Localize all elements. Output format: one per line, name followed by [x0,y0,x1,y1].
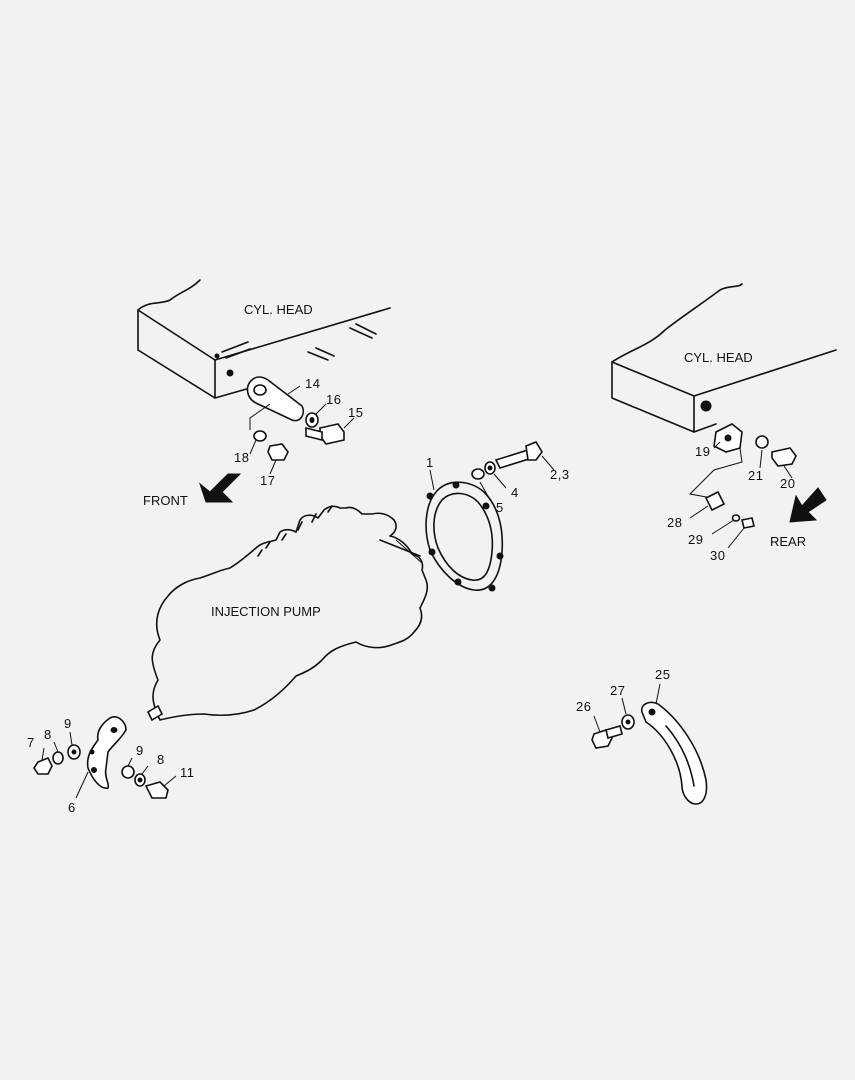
callout-2-3: 2,3 [550,467,570,482]
callout-1: 1 [426,455,434,470]
washer-part-16 [305,412,319,428]
injection-pump-label: INJECTION PUMP [211,604,321,619]
cyl-head-left-label: CYL. HEAD [244,302,313,317]
callout-8-right: 8 [157,752,165,767]
washer-part-29 [731,514,741,522]
callout-9-right: 9 [136,743,144,758]
bolt-part-15 [305,423,345,445]
bolt-part-11 [144,781,169,799]
callout-21: 21 [748,468,764,483]
washer-part-4 [484,461,496,475]
cylinder-head-right [611,283,837,433]
bracket-part-6 [86,716,127,789]
washer-part-18 [253,430,267,442]
callout-28: 28 [667,515,683,530]
callout-26: 26 [576,699,592,714]
washer-part-9-right [121,765,135,779]
leader-lines [41,385,793,799]
washer-part-5 [471,468,485,480]
callout-20: 20 [780,476,796,491]
callout-6: 6 [68,800,76,815]
gasket-part-1 [425,481,504,592]
washer-part-27 [621,714,635,730]
callout-11: 11 [180,765,195,780]
washer-part-21 [755,435,769,449]
callout-25: 25 [655,667,671,682]
stud-injection-pump [146,704,164,722]
nut-part-7 [33,756,53,775]
callout-8-left: 8 [44,727,52,742]
bolt-part-20 [771,447,797,467]
arm-part-25 [640,701,708,805]
callout-5: 5 [496,500,504,515]
callout-4: 4 [511,485,519,500]
callout-9-left: 9 [64,716,72,731]
bolt-part-30 [741,517,755,529]
cylinder-head-left [137,279,391,399]
callout-18: 18 [234,450,250,465]
callout-19: 19 [695,444,711,459]
washer-part-8-right [134,773,146,787]
washer-part-8-left [52,751,64,765]
bracket-part-14 [246,376,305,430]
front-label: FRONT [143,493,188,508]
cyl-head-right-label: CYL. HEAD [684,350,753,365]
callout-7: 7 [27,735,35,750]
flange-part-19 [688,423,743,499]
rear-label: REAR [770,534,807,549]
callout-15: 15 [348,405,364,420]
bolt-part-26 [591,725,623,749]
callout-17: 17 [260,473,276,488]
bolt-part-2-3 [494,441,543,469]
clip-part-28 [704,490,726,512]
callout-14: 14 [305,376,321,391]
callout-30: 30 [710,548,726,563]
front-arrow-icon [198,473,242,503]
callout-27: 27 [610,683,626,698]
callout-16: 16 [326,392,342,407]
washer-part-9-left [67,744,81,760]
callout-29: 29 [688,532,704,547]
bolt-part-17 [267,443,289,461]
rear-arrow-icon [789,487,827,523]
injection-pump-body [151,505,429,721]
